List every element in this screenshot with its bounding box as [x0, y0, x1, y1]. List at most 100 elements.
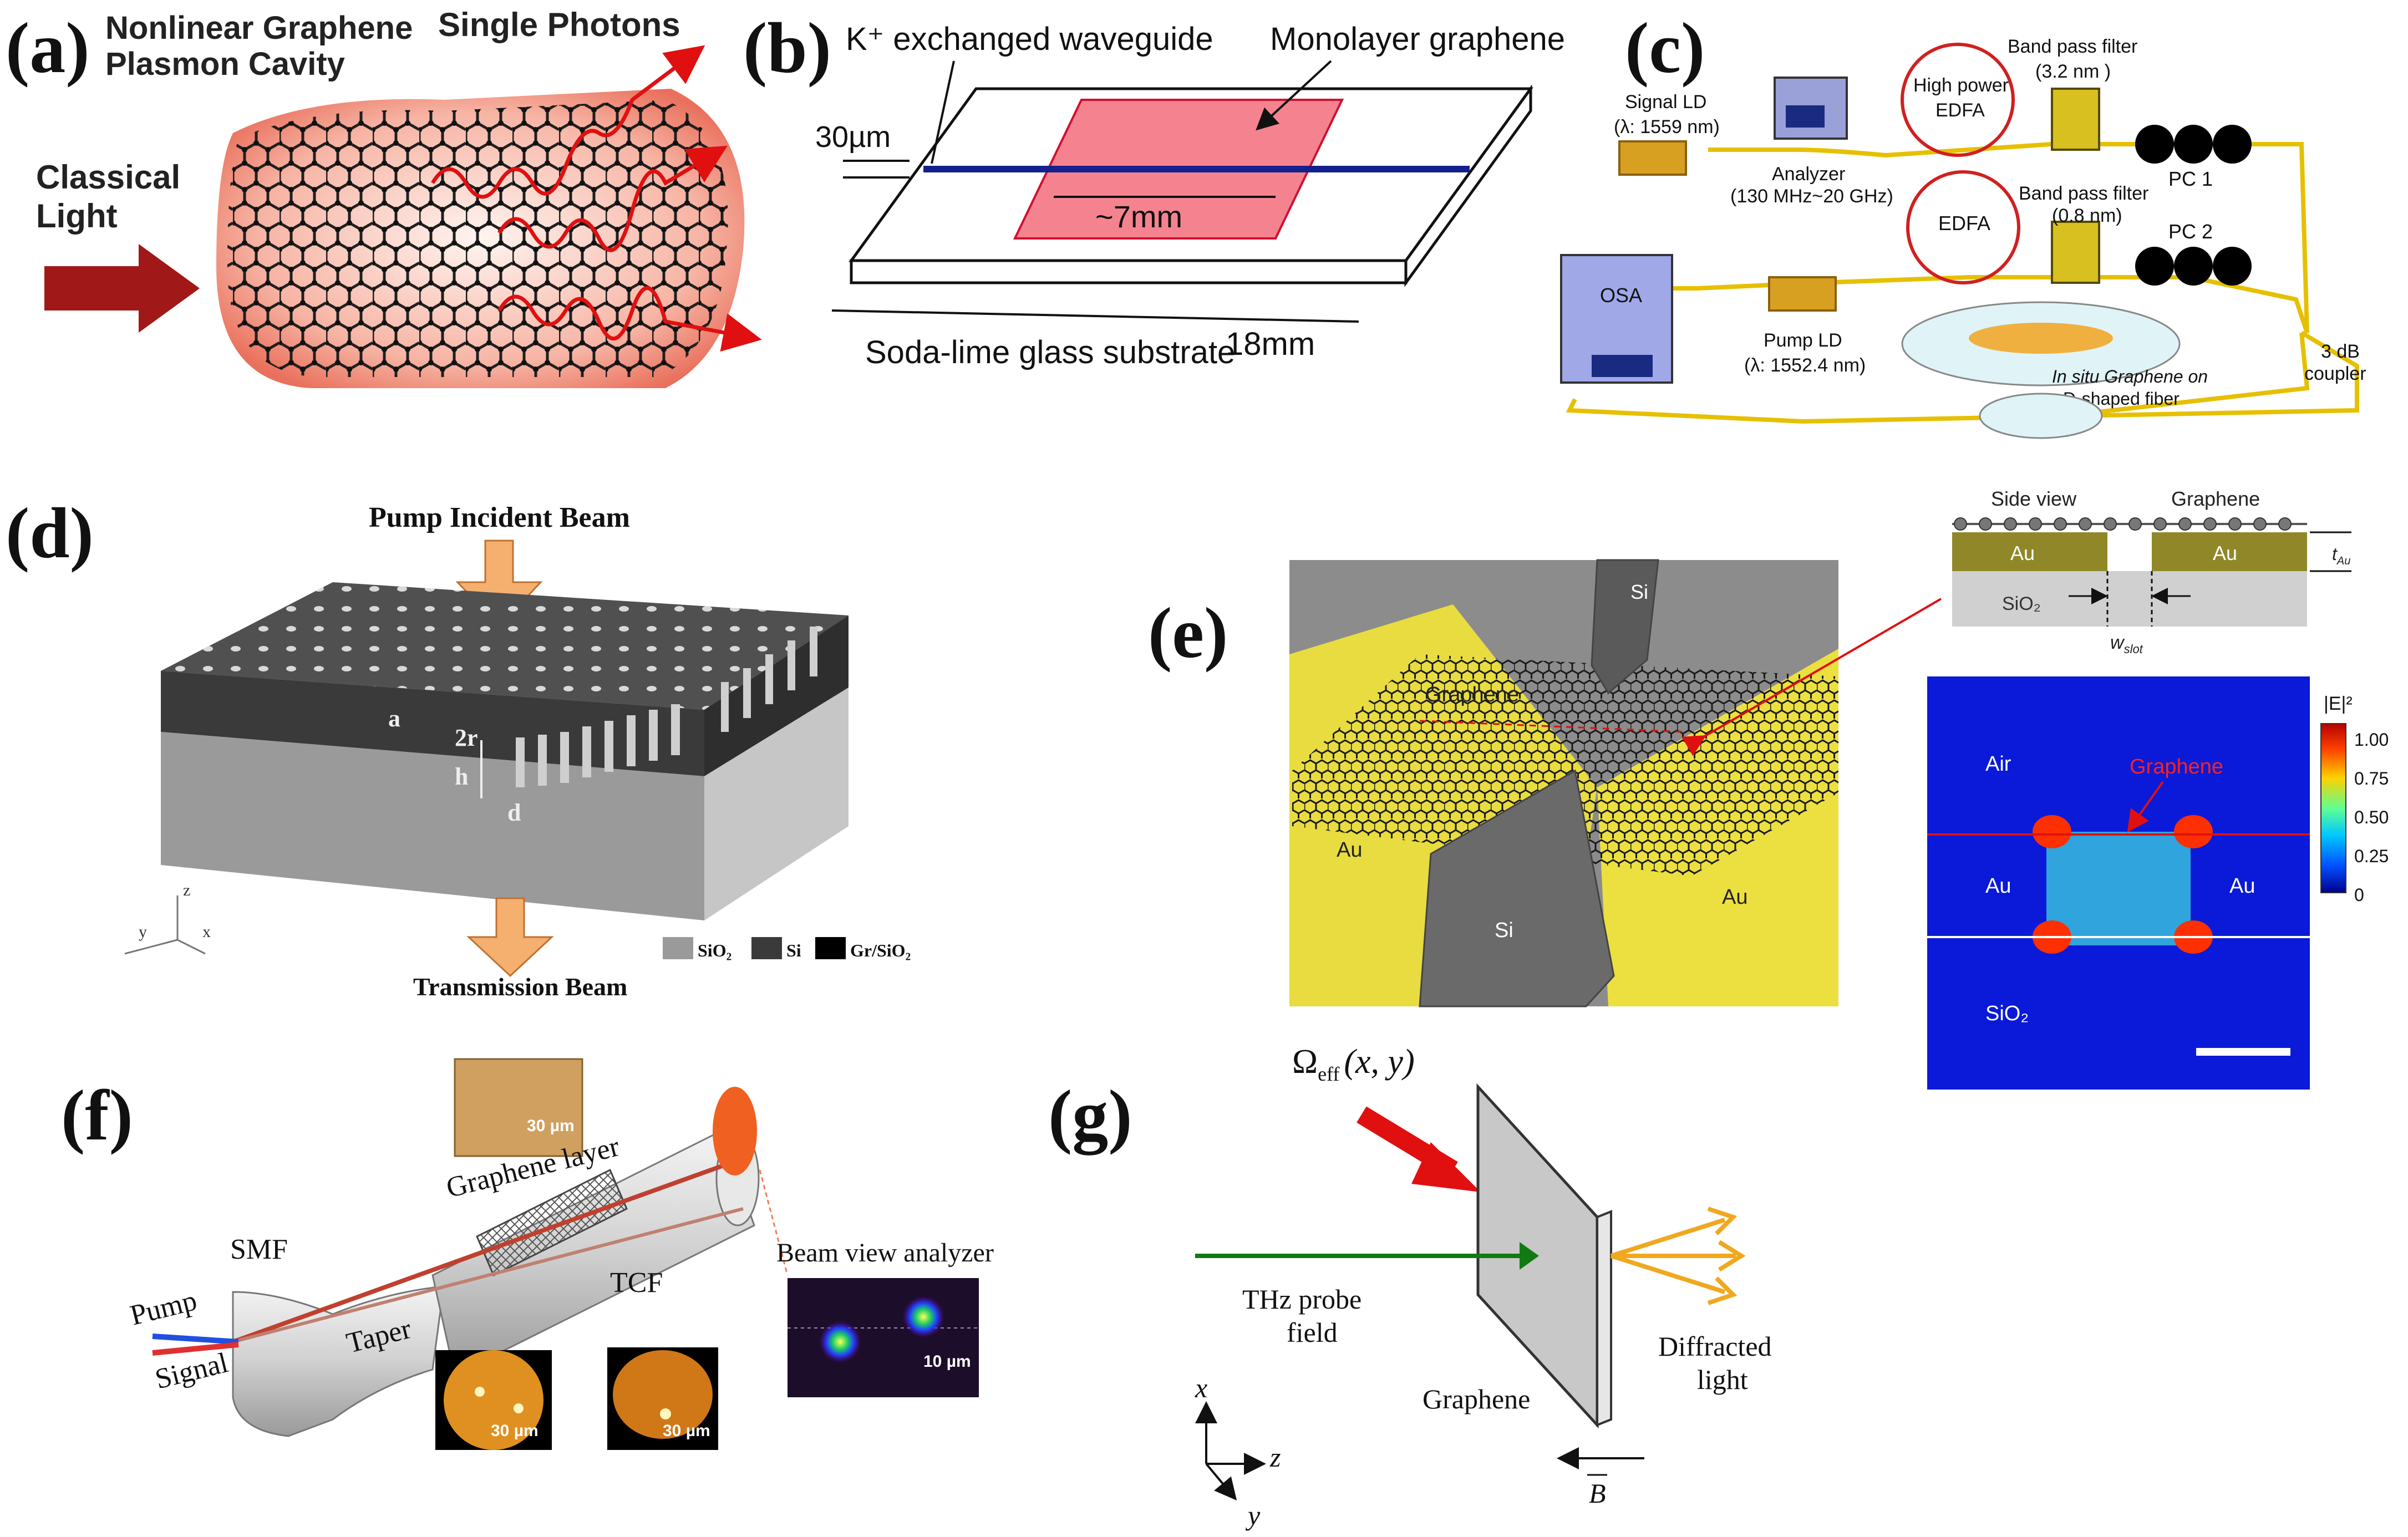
panel-f: (f) 30 µm Graphene layer SMF TCF Pump Si… — [61, 1058, 994, 1450]
analyzer-screen — [1786, 105, 1825, 128]
si-top-label: Si — [1630, 581, 1648, 603]
hp-edfa-coil — [1901, 43, 2015, 157]
waveguide-label: K⁺ exchanged waveguide — [846, 21, 1213, 57]
colorbar — [2320, 723, 2346, 893]
field-scale-bar — [2196, 1048, 2290, 1056]
cavity-title-line2: Plasmon Cavity — [105, 46, 345, 82]
smf-fiber — [232, 1285, 445, 1437]
pc1-paddles — [2135, 125, 2252, 164]
panel-c: (c) Signal LD (λ: 1559 nm) Analyzer (130… — [1560, 8, 2366, 439]
panel-a: (a) Nonlinear Graphene Plasmon Cavity Si… — [6, 6, 762, 388]
omega-label: Ωeff(x, y) — [1292, 1043, 1415, 1085]
cross-section-1-disk — [444, 1350, 543, 1450]
scale-label-1: 30 µm — [491, 1422, 539, 1440]
diffracted-arrows — [1610, 1207, 1746, 1305]
panel-g-label: (g) — [1048, 1076, 1132, 1156]
colorbar-tick-0: 0 — [2354, 885, 2364, 905]
transmission-beam-label: Transmission Beam — [413, 973, 627, 1001]
insitu-line1: In situ Graphene on — [2052, 367, 2208, 386]
si-slab-top-holes — [161, 582, 849, 710]
bpf1-box — [2051, 88, 2100, 151]
classical-light-line2: Light — [36, 197, 118, 235]
beam-view-label: Beam view analyzer — [776, 1238, 994, 1268]
thz-label-line2: field — [1287, 1317, 1338, 1348]
graphene-lattice — [227, 100, 728, 377]
substrate-label: Soda-lime glass substrate — [865, 334, 1235, 370]
waveguide-pointer — [931, 60, 955, 164]
axis-d-y — [124, 939, 178, 955]
panel-d-label: (d) — [6, 493, 94, 573]
insitu-graphene-small — [1979, 393, 2103, 439]
panel-b-label: (b) — [743, 8, 831, 88]
axis-g-y-label: y — [1245, 1500, 1261, 1531]
axis-d-x-label: x — [202, 923, 211, 941]
legend-label-si: Si — [786, 940, 801, 960]
si-waveguide-bottom — [1419, 769, 1615, 1007]
scale-label-2: 30 µm — [663, 1422, 710, 1440]
graphene-length-label: ~7mm — [1095, 199, 1182, 234]
axis-d-x — [177, 939, 206, 955]
core-spot-1b — [514, 1403, 524, 1413]
bpf2-bandwidth: (0.8 nm) — [2052, 205, 2122, 226]
single-photons-label: Single Photons — [438, 6, 680, 43]
beam-spot-2 — [902, 1296, 944, 1338]
bpf2-box — [2051, 221, 2100, 284]
hp-edfa-line1: High power — [1913, 75, 2009, 96]
glass-substrate-front — [850, 259, 1408, 284]
sio2-substrate-side — [704, 688, 849, 920]
field-au2-label: Au — [2229, 874, 2255, 898]
tcf-fiber — [431, 1129, 755, 1377]
air-hole-columns — [516, 627, 817, 787]
signal-ld-wavelength: (λ: 1559 nm) — [1614, 116, 1720, 138]
analyzer-label: Analyzer — [1772, 164, 1845, 185]
field-slot-glow — [2046, 832, 2191, 945]
si-bottom-label: Si — [1495, 919, 1513, 942]
slot-dashed-line — [1419, 720, 1686, 733]
panel-c-label: (c) — [1625, 8, 1705, 88]
panel-f-label: (f) — [61, 1076, 133, 1156]
osa-label: OSA — [1600, 284, 1642, 307]
pump-ld-wavelength: (λ: 1552.4 nm) — [1744, 355, 1866, 376]
pc1-label: PC 1 — [2168, 167, 2213, 190]
field-graphene-pointer — [2127, 781, 2164, 833]
edfa-coil — [1906, 170, 2020, 284]
signal-ld-label: Signal LD — [1625, 91, 1706, 113]
micrograph-scale-label: 30 µm — [527, 1117, 575, 1135]
cavity-title-line1: Nonlinear Graphene — [105, 10, 413, 46]
field-sio2-label: SiO₂ — [1985, 1002, 2029, 1025]
tcf-label: TCF — [610, 1267, 663, 1299]
pc2-paddles — [2135, 247, 2252, 286]
b-field-label: B — [1589, 1478, 1606, 1509]
scale-label-3: 10 µm — [923, 1352, 971, 1371]
diffracted-line1: Diffracted — [1658, 1331, 1772, 1362]
legend-swatch-si — [751, 937, 782, 959]
field-graphene-label: Graphene — [2130, 755, 2223, 778]
side-sio2 — [1952, 571, 2307, 627]
beam-spot-1 — [819, 1321, 861, 1363]
side-graphene-label: Graphene — [2171, 487, 2260, 510]
field-hotspot-1 — [2033, 815, 2071, 848]
graphene-label: Monolayer graphene — [1270, 21, 1565, 57]
graphene-g-label: Graphene — [1423, 1383, 1530, 1414]
graphene-plate-edge — [1596, 1210, 1612, 1427]
edfa-label: EDFA — [1938, 212, 1990, 235]
side-au2-label: Au — [2213, 542, 2237, 564]
bpf2-label: Band pass filter — [2019, 183, 2148, 204]
diffracted-line2: light — [1697, 1364, 1748, 1395]
transmission-beam-arrow — [466, 897, 554, 978]
legend-swatch-sio2 — [663, 937, 693, 959]
panel-e-label: (e) — [1148, 593, 1228, 673]
field-hotspot-2 — [2174, 815, 2213, 848]
colorbar-tick-025: 0.25 — [2354, 846, 2389, 866]
photon-wave-3 — [497, 286, 762, 352]
tau-label: tAu — [2332, 544, 2350, 567]
legend-swatch-gr — [815, 937, 846, 959]
au-right-label: Au — [1722, 885, 1747, 909]
core-spot-1a — [475, 1387, 485, 1397]
field-air-label: Air — [1985, 752, 2011, 776]
zoom-pointer — [1681, 598, 1942, 756]
axis-g-x-label: x — [1195, 1372, 1207, 1403]
si-waveguide-top — [1591, 559, 1659, 695]
pump-beam-label: Pump Incident Beam — [369, 502, 630, 533]
